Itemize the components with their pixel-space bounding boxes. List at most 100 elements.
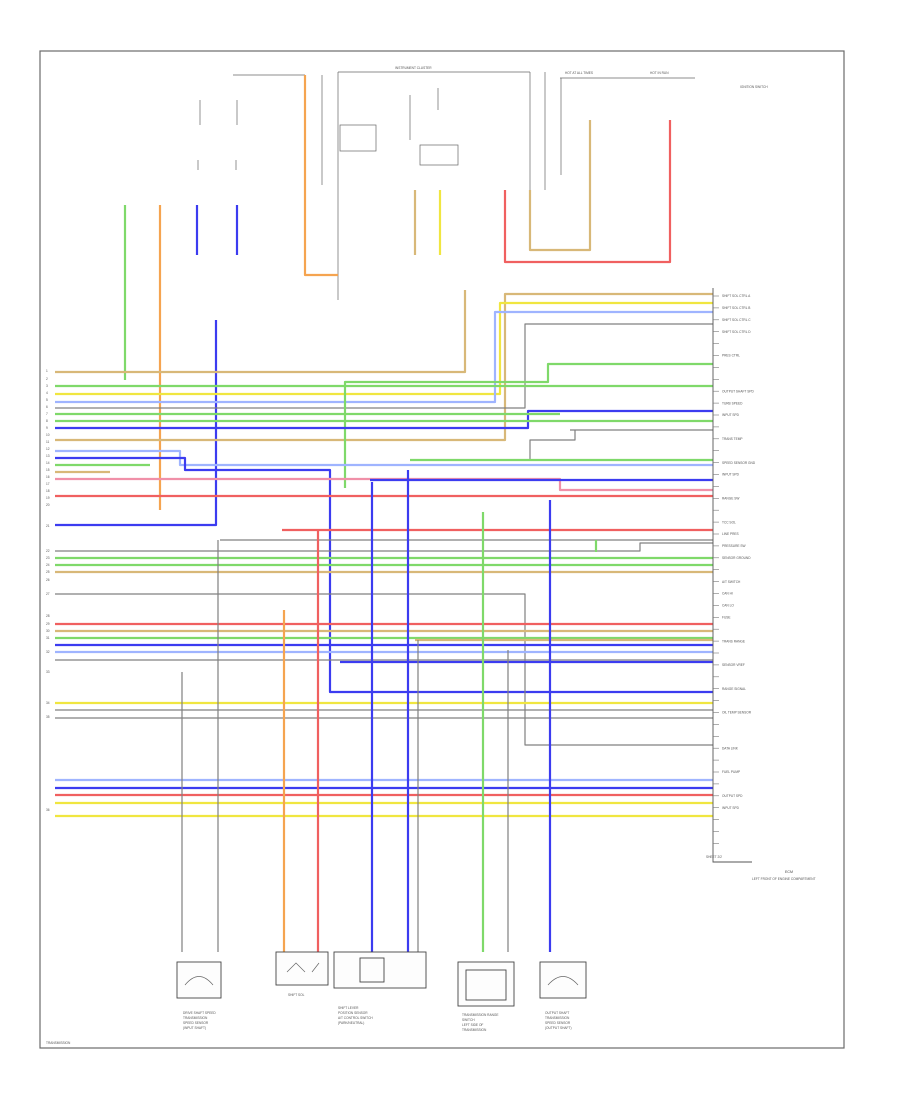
ecm-pin-label: RANGE SW (722, 497, 739, 501)
ecm-pin-label: SHIFT SOL CTRL C (722, 318, 751, 322)
wire-cyan (55, 310, 713, 404)
wire-gray (55, 323, 713, 409)
left-pin-label: 13 (46, 454, 50, 458)
ecm-pin-label: CAN LO (722, 604, 734, 608)
wire-blue (55, 409, 713, 430)
svg-text:TRANSMISSION RANGE: TRANSMISSION RANGE (462, 1013, 498, 1017)
wire-yellow (55, 301, 713, 396)
ecm-pin-label: OUTPUT SPD (722, 794, 743, 798)
left-pin-label: 29 (46, 622, 50, 626)
ecm-pin-label: OUTPUT SHAFT SPD (722, 389, 754, 393)
wire-gray (55, 542, 713, 552)
left-pin-label: 26 (46, 578, 50, 582)
svg-text:SWITCH: SWITCH (462, 1018, 475, 1022)
left-pin-label: 33 (46, 670, 50, 674)
left-pin-label: 9 (46, 426, 48, 430)
left-pin-label: 20 (46, 503, 50, 507)
ecm-pin-label: TRANS RANGE (722, 639, 745, 643)
ecm-pin-label: CAN HI (722, 592, 733, 596)
ecm-pin-label: SHIFT SOL CTRL D (722, 330, 751, 334)
left-pin-label: 8 (46, 419, 48, 423)
wire-pink (55, 477, 713, 492)
ecm-pin-labels: SHIFT SOL CTRL A SHIFT SOL CTRL B SHIFT SO… (713, 294, 756, 844)
ignition-switch-label: IGNITION SWITCH (740, 85, 768, 89)
wire-gray (529, 430, 576, 460)
wire-red (503, 120, 672, 264)
left-pin-label: 28 (46, 614, 50, 618)
wire-green (343, 362, 713, 488)
shift-solenoid: SHIFT SOL (275, 951, 329, 997)
left-pin-label: 32 (46, 650, 50, 654)
ecm-pin-label: A/T SWITCH (722, 580, 741, 584)
svg-text:(PARK/NEUTRAL): (PARK/NEUTRAL) (338, 1021, 364, 1025)
ecm-pin-label: PRES CTRL (722, 354, 740, 358)
left-pin-label: 3 (46, 384, 48, 388)
output-shaft-speed-sensor: OUTPUT SHAFT TRANSMISSION SPEED SENSOR (… (539, 961, 587, 1030)
transmission-range-switch: TRANSMISSION RANGE SWITCH LEFT SIDE OF T… (457, 961, 515, 1032)
left-pin-label: 35 (46, 715, 50, 719)
svg-text:SPEED SENSOR: SPEED SENSOR (183, 1021, 209, 1025)
left-pin-label: 2 (46, 377, 48, 381)
ecm-pin-label: INPUT SPD (722, 413, 740, 417)
ecm-pin-label: RANGE SIGNAL (722, 687, 746, 691)
ecm-pin-label: SENSOR GROUND (722, 556, 751, 560)
ecm-pin-label: FUSE (722, 616, 731, 620)
left-pin-label: 21 (46, 524, 50, 528)
svg-text:LEFT SIDE OF: LEFT SIDE OF (462, 1023, 483, 1027)
ecm-pin-label: FUEL PUMP (722, 770, 740, 774)
svg-text:POSITION SENSOR: POSITION SENSOR (338, 1011, 368, 1015)
wire-tan (528, 120, 592, 252)
ecm-pin-label: DATA LINK (722, 746, 739, 750)
drive-shaft-speed-sensor: DRIVE SHAFT SPEED TRANSMISSION SPEED SEN… (176, 961, 222, 1030)
ecm-location: LEFT FRONT OF ENGINE COMPARTMENT (752, 877, 816, 881)
left-pin-label: 5 (46, 398, 48, 402)
svg-text:(OUTPUT SHAFT): (OUTPUT SHAFT) (545, 1026, 572, 1030)
wire-tan (55, 290, 467, 374)
svg-text:OUTPUT SHAFT: OUTPUT SHAFT (545, 1011, 569, 1015)
svg-text:TRANSMISSION: TRANSMISSION (183, 1016, 208, 1020)
wire-orange (303, 75, 338, 277)
left-pin-label: 30 (46, 629, 50, 633)
left-pin-label: 17 (46, 482, 50, 486)
hot-in-run-label: HOT IN RUN (650, 71, 669, 75)
shift-lever-position-sensor: SHIFT LEVER POSITION SENSOR A/T CONTROL … (333, 951, 427, 1025)
left-pin-label: 36 (46, 808, 50, 812)
left-pin-label: 19 (46, 496, 50, 500)
left-pin-label: 24 (46, 563, 50, 567)
ecm-pin-label: INPUT SPD (722, 806, 740, 810)
bottom-components: DRIVE SHAFT SPEED TRANSMISSION SPEED SEN… (176, 951, 587, 1032)
left-pin-label: 34 (46, 701, 50, 705)
ecm-pin-label: SHIFT SOL CTRL A (722, 294, 751, 298)
ecm-module: SHEET 2/2 ECM LEFT FRONT OF ENGINE COMPA… (706, 288, 816, 881)
svg-text:A/T CONTROL SWITCH: A/T CONTROL SWITCH (338, 1016, 373, 1020)
ecm-pin-label: TURB SPEED (722, 401, 743, 405)
left-pin-label: 23 (46, 556, 50, 560)
left-pin-label: 15 (46, 468, 50, 472)
ecm-connector-label: SHEET 2/2 (706, 855, 722, 859)
wire-blue (55, 320, 218, 527)
left-pin-label: 18 (46, 489, 50, 493)
wire-tan (55, 292, 713, 442)
page-corner-label: TRANSMISSION (46, 1041, 71, 1045)
svg-text:SHIFT LEVER: SHIFT LEVER (338, 1006, 359, 1010)
ecm-pin-label: SHIFT SOL CTRL B (722, 306, 750, 310)
svg-text:TRANSMISSION: TRANSMISSION (462, 1028, 487, 1032)
left-pin-label: 10 (46, 433, 50, 437)
top-section: INSTRUMENT CLUSTER HOT AT ALL TIMES HOT … (197, 66, 768, 300)
ecm-pin-label: OIL TEMP SENSOR (722, 711, 752, 715)
left-pin-label: 11 (46, 440, 50, 444)
ecm-name: ECM (785, 870, 793, 874)
svg-text:SPEED SENSOR: SPEED SENSOR (545, 1021, 571, 1025)
left-connector-pins: 1234567891011121314151617181920212223242… (46, 369, 50, 812)
svg-text:TRANSMISSION: TRANSMISSION (545, 1016, 570, 1020)
ecm-pin-label: TRANS TEMP (722, 437, 743, 441)
left-pin-label: 27 (46, 592, 50, 596)
left-pin-label: 1 (46, 369, 48, 373)
left-pin-label: 4 (46, 391, 48, 395)
left-pin-label: 31 (46, 636, 50, 640)
svg-text:(INPUT SHAFT): (INPUT SHAFT) (183, 1026, 206, 1030)
instrument-cluster-label: INSTRUMENT CLUSTER (395, 66, 432, 70)
wire-blue (55, 456, 713, 694)
wire-layer (55, 75, 713, 952)
